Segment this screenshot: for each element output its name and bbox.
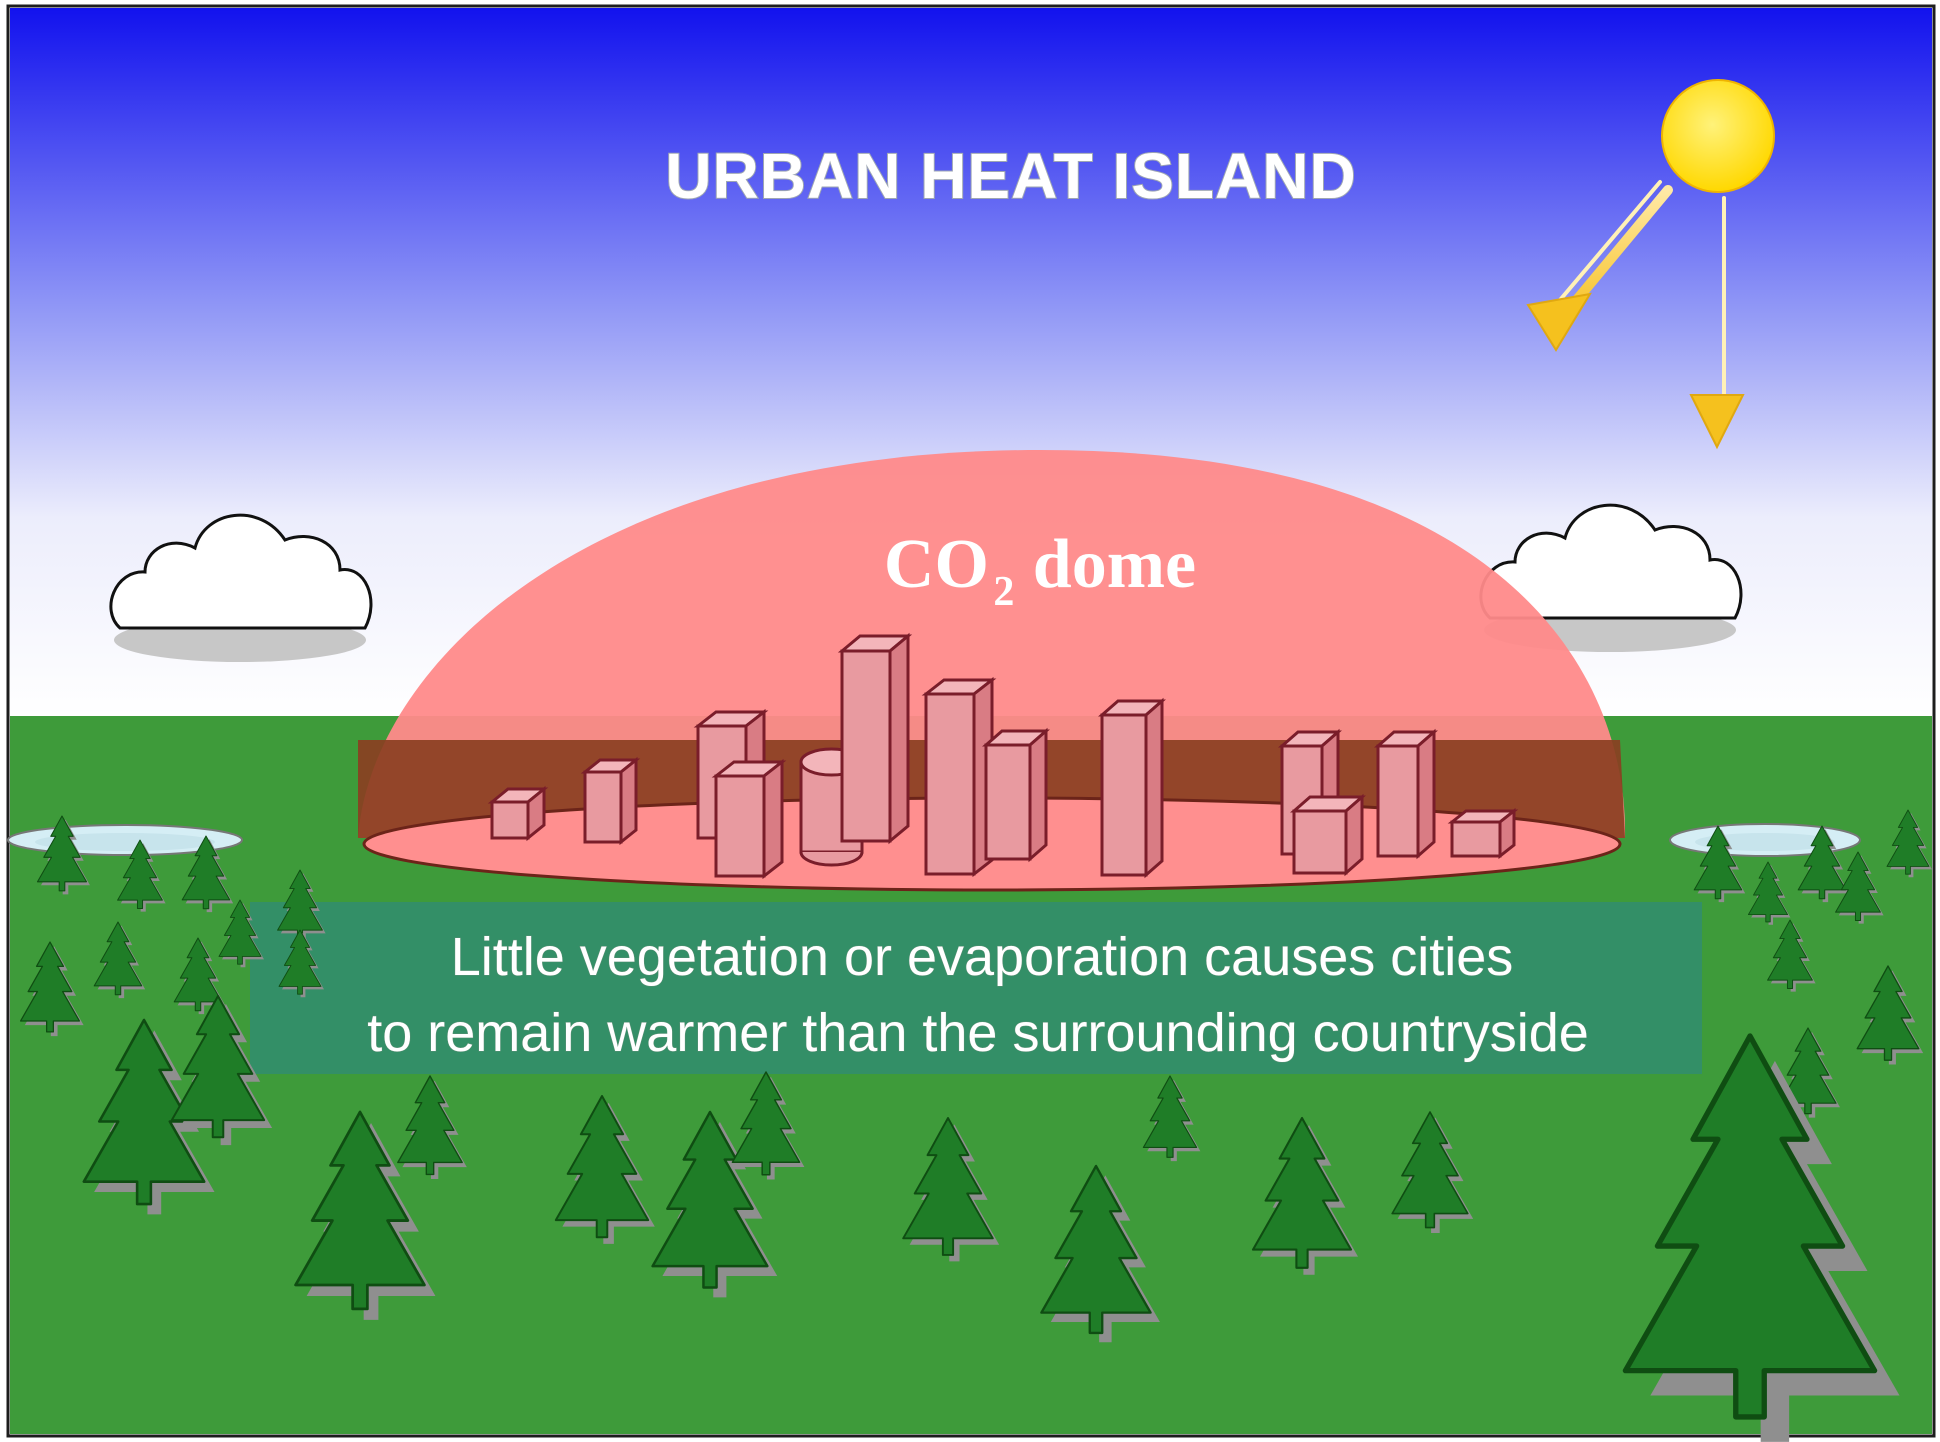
sun-icon <box>1661 79 1775 193</box>
frame-border <box>6 4 1936 1438</box>
building <box>982 727 1050 863</box>
building <box>837 632 913 845</box>
building <box>487 785 549 842</box>
sun-ray-vertical <box>1689 193 1745 450</box>
building <box>711 758 787 880</box>
diagram-title: URBAN HEAT ISLAND <box>665 140 1356 212</box>
sun-ray-diagonal <box>1526 180 1673 352</box>
building <box>1447 807 1519 860</box>
caption-panel <box>250 902 1702 1074</box>
building <box>1098 697 1166 879</box>
building <box>921 676 997 878</box>
co2-dome-label: CO 2 dome <box>884 526 1196 615</box>
caption-line-1: Little vegetation or evaporation causes … <box>451 927 1514 987</box>
city-buildings <box>487 632 1519 880</box>
co2-label-prefix: CO <box>884 526 989 603</box>
building <box>1374 728 1438 860</box>
caption-line-2: to remain warmer than the surrounding co… <box>367 1003 1589 1063</box>
co2-label-subscript: 2 <box>993 569 1014 615</box>
building <box>1290 793 1366 877</box>
co2-label-suffix: dome <box>1033 526 1196 603</box>
building <box>580 756 641 846</box>
